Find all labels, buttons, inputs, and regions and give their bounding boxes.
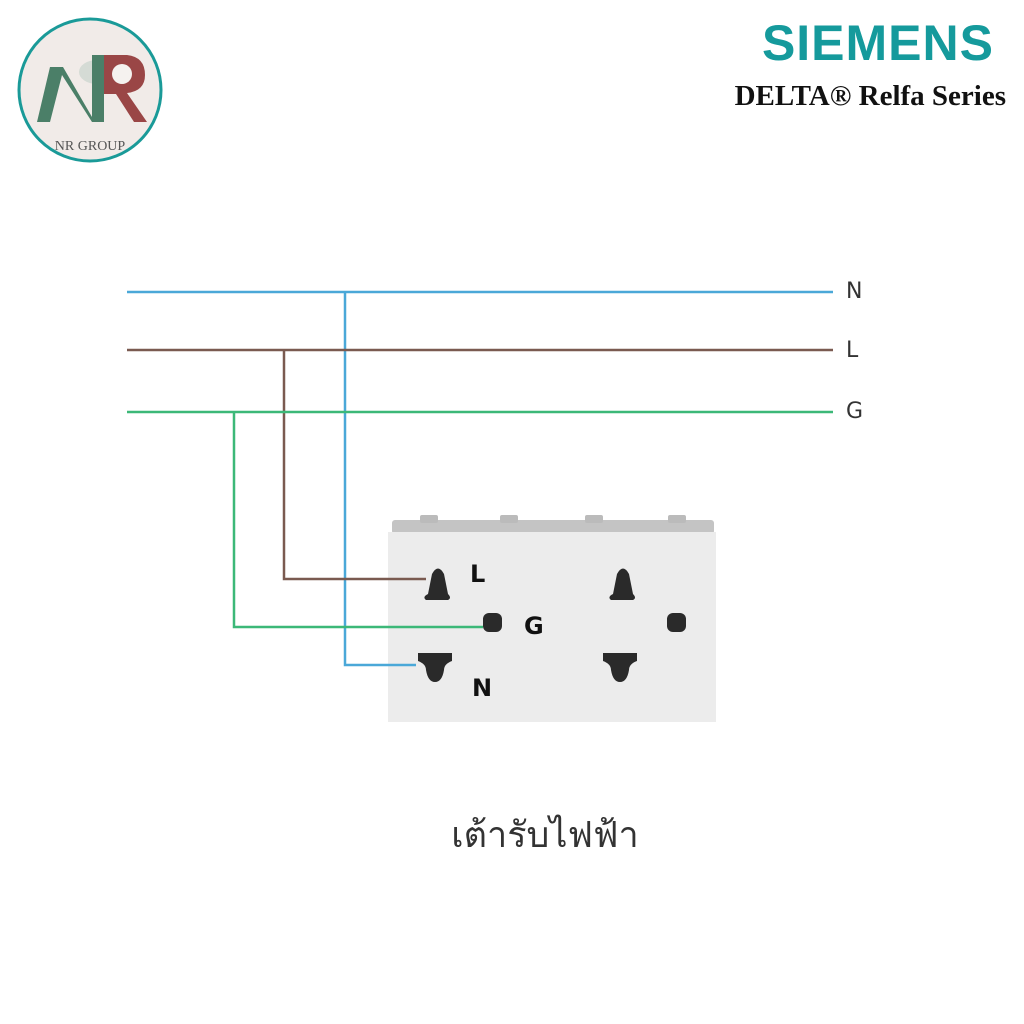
- ground-wire: [127, 410, 833, 629]
- socket-label-n: N: [472, 674, 493, 702]
- caption: เต้ารับไฟฟ้า: [451, 815, 639, 856]
- socket-plate: [388, 515, 716, 722]
- neutral-wire: [127, 290, 833, 667]
- socket-label-g: G: [524, 612, 544, 640]
- series-title: DELTA® Relfa Series: [734, 80, 1006, 112]
- wire-label-g: G: [846, 399, 864, 424]
- socket-label-l: L: [470, 560, 486, 588]
- siemens-brand: SIEMENS: [761, 15, 994, 71]
- wire-label-l: L: [846, 338, 859, 363]
- svg-text:NR GROUP: NR GROUP: [55, 139, 126, 154]
- nr-group-logo: NR GROUP: [17, 17, 163, 163]
- live-wire: [127, 348, 833, 581]
- wire-label-n: N: [846, 279, 863, 304]
